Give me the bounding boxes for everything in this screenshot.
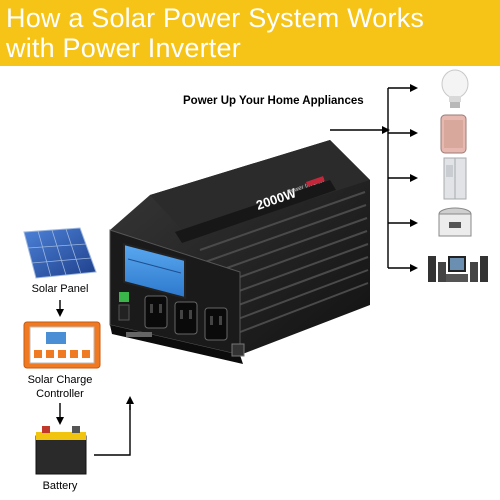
ac-outlet-1: [144, 295, 168, 329]
light-bulb-icon: [441, 69, 469, 108]
lcd-display: [123, 242, 186, 300]
battery-label: Battery: [42, 480, 78, 492]
ac-outlet-2: [174, 301, 198, 335]
title-banner: How a Solar Power System Works with Powe…: [0, 0, 500, 66]
arrow-battery-to-inverter: [94, 396, 134, 456]
refrigerator-icon: [443, 157, 467, 200]
charge-controller-icon: [23, 321, 101, 369]
appliances-label: Power Up Your Home Appliances: [183, 95, 364, 107]
home-theater-icon: [428, 256, 488, 282]
power-indicator: [119, 292, 129, 302]
smartphone-icon: [440, 114, 467, 154]
power-inverter: 2000W Power Inverter: [109, 140, 370, 364]
ac-outlet-3: [204, 307, 228, 341]
rice-cooker-icon: [438, 207, 472, 237]
solar-panel-label: Solar Panel: [31, 283, 89, 295]
battery-icon: [35, 426, 87, 475]
solar-panel-icon: [23, 227, 97, 279]
charge-controller-label-1: Solar Charge: [27, 374, 93, 386]
title-line-2: with Power Inverter: [6, 33, 241, 63]
charge-controller-label-2: Controller: [36, 388, 84, 400]
title-line-1: How a Solar Power System Works: [6, 3, 425, 33]
distribution-arrows: [330, 84, 418, 272]
